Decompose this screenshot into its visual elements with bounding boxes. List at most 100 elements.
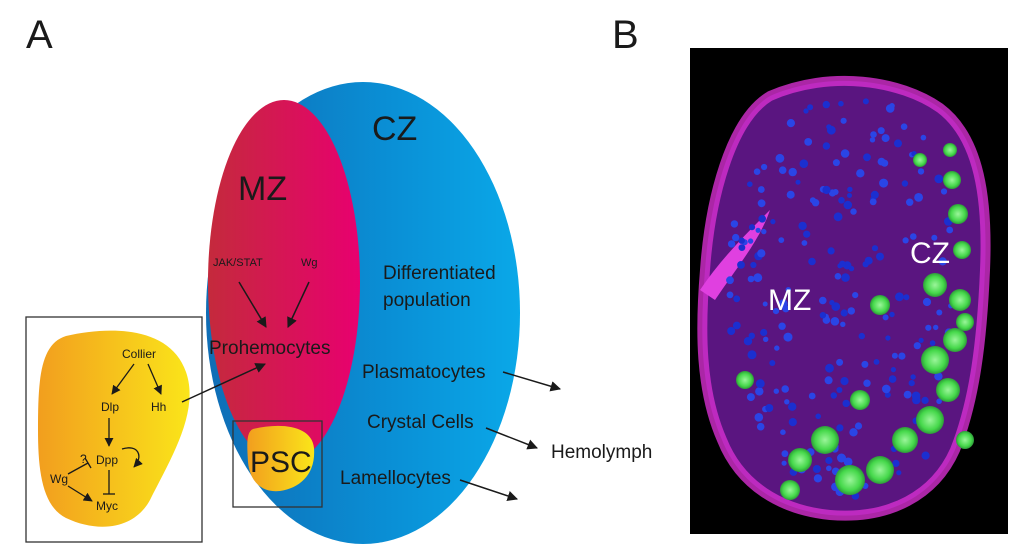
nucleus — [755, 379, 765, 388]
nucleus — [847, 186, 853, 193]
nucleus — [832, 189, 839, 195]
nucleus — [803, 230, 811, 238]
nucleus — [890, 367, 897, 373]
nucleus — [801, 240, 808, 246]
nucleus — [750, 261, 757, 269]
nucleus — [788, 167, 797, 177]
nucleus — [808, 392, 816, 400]
nucleus — [862, 98, 869, 105]
nucleus — [808, 257, 816, 266]
nucleus — [783, 332, 793, 342]
nucleus — [837, 453, 846, 463]
collier-label: Collier — [122, 347, 156, 361]
nucleus — [873, 359, 880, 365]
micrograph — [690, 48, 1008, 534]
nucleus — [934, 174, 944, 184]
nucleus — [841, 273, 850, 282]
nucleus — [946, 226, 954, 234]
nucleus — [840, 309, 848, 317]
nucleus — [761, 163, 768, 171]
nucleus — [861, 360, 869, 368]
nucleus — [936, 398, 942, 405]
nucleus — [769, 360, 776, 366]
nucleus — [847, 193, 852, 198]
nucleus — [903, 390, 912, 399]
nucleus — [780, 429, 786, 436]
nucleus — [895, 292, 904, 302]
nucleus — [730, 220, 739, 228]
nucleus — [871, 245, 879, 252]
nucleus — [753, 273, 763, 283]
nucleus — [765, 404, 774, 412]
nucleus — [847, 307, 855, 315]
crystal-cells-label: Crystal Cells — [367, 412, 474, 433]
nucleus — [877, 157, 886, 166]
nucleus — [822, 100, 830, 109]
nucleus — [918, 337, 924, 343]
green-cell — [916, 406, 944, 434]
plasmatocytes-arrow — [502, 371, 562, 392]
nucleus — [757, 199, 766, 208]
nucleus — [870, 190, 879, 199]
nucleus — [903, 294, 910, 301]
nucleus — [892, 459, 900, 467]
nucleus — [869, 198, 877, 206]
lamellocytes-arrow — [459, 479, 518, 501]
nucleus — [754, 413, 764, 422]
nucleus — [849, 428, 858, 437]
nucleus — [747, 275, 755, 283]
nucleus — [760, 328, 768, 337]
nucleus — [838, 100, 844, 107]
nucleus — [906, 198, 914, 206]
nucleus — [746, 393, 755, 402]
nucleus — [830, 317, 840, 326]
panel-a-letter: A — [26, 13, 53, 57]
nucleus — [833, 212, 843, 222]
nucleus — [885, 104, 895, 113]
nucleus — [898, 352, 906, 360]
nucleus — [727, 240, 736, 248]
nucleus — [778, 322, 786, 330]
nucleus — [834, 273, 842, 280]
nucleus — [925, 324, 932, 331]
nucleus — [775, 153, 785, 163]
nucleus — [755, 387, 764, 396]
nucleus — [815, 413, 821, 420]
jak-stat-arrow — [238, 281, 267, 328]
green-cell — [923, 273, 947, 297]
nucleus — [921, 451, 930, 460]
nucleus — [819, 312, 827, 319]
green-cell — [736, 371, 754, 389]
prohemocytes-label: Prohemocytes — [209, 338, 330, 359]
nucleus — [876, 252, 884, 261]
nucleus — [938, 257, 947, 266]
nucleus — [795, 179, 801, 185]
lamellocytes-label: Lamellocytes — [340, 468, 451, 489]
nucleus — [803, 108, 809, 114]
nucleus — [877, 127, 885, 135]
nucleus — [888, 375, 897, 383]
nucleus — [922, 297, 932, 307]
nucleus — [934, 372, 943, 381]
nucleus — [889, 311, 895, 318]
nucleus — [756, 422, 765, 431]
mz-label: MZ — [238, 170, 287, 208]
psc-highlight-box — [232, 420, 323, 508]
nucleus — [914, 193, 923, 202]
nucleus — [822, 142, 831, 150]
nucleus — [733, 295, 741, 303]
nucleus — [804, 138, 813, 146]
nucleus — [786, 190, 795, 199]
green-cell — [943, 171, 961, 189]
nucleus — [826, 465, 832, 472]
nucleus — [778, 299, 788, 309]
nucleus — [840, 149, 850, 158]
green-cell — [780, 480, 800, 500]
nucleus — [863, 379, 871, 387]
nucleus — [822, 185, 831, 195]
nucleus — [831, 302, 841, 311]
nucleus — [884, 391, 891, 398]
green-cell — [835, 465, 865, 495]
nucleus — [879, 178, 889, 188]
question-mark-label: ? — [80, 452, 87, 466]
